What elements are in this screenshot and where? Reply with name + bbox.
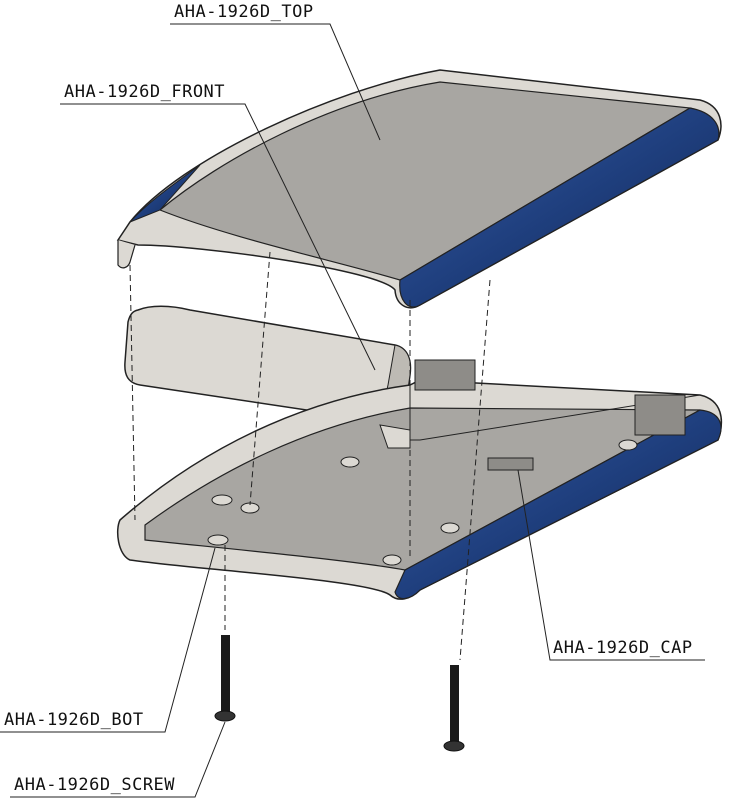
label-bot: AHA-1926D_BOT — [4, 710, 144, 730]
bottom-base — [117, 359, 722, 600]
label-cap: AHA-1926D_CAP — [553, 638, 693, 658]
label-front: AHA-1926D_FRONT — [64, 82, 226, 102]
screws — [214, 635, 465, 752]
label-screw: AHA-1926D_SCREW — [14, 775, 176, 795]
leader-lines — [0, 23, 705, 798]
label-top: AHA-1926D_TOP — [174, 2, 314, 22]
assembly-lines — [129, 251, 491, 661]
top-lid — [116, 69, 722, 309]
cap-part — [487, 457, 534, 471]
